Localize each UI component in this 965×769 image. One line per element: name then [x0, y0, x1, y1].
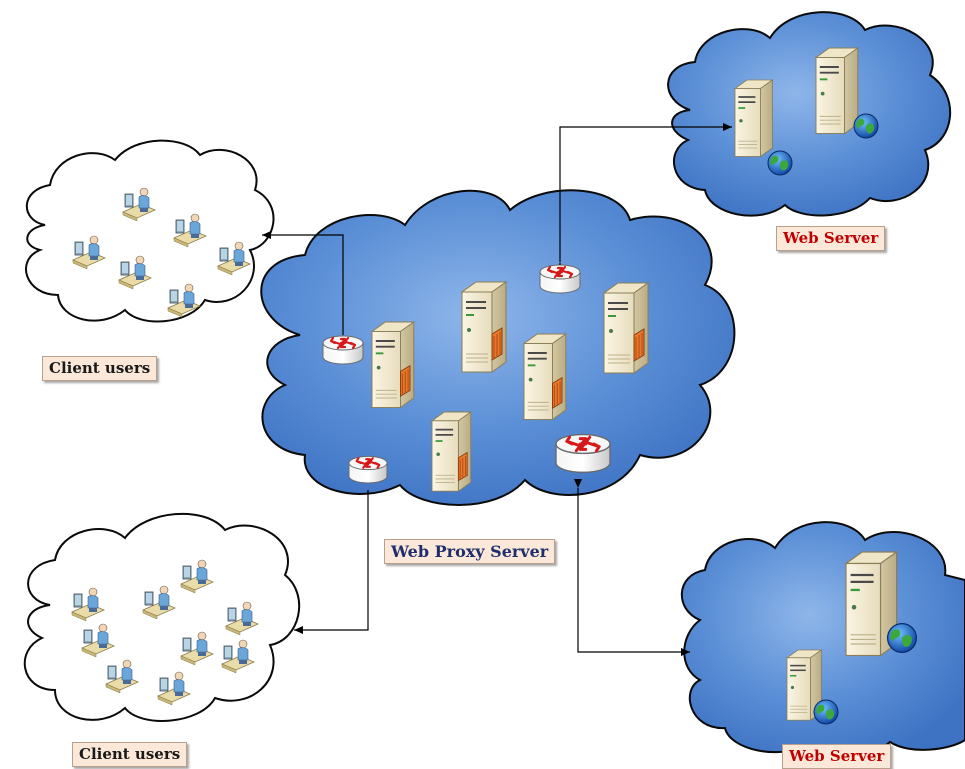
connector-left-router-to-top-clients: [262, 231, 347, 344]
connector-top-router-to-top-server: [556, 123, 732, 271]
router-icon: [554, 433, 612, 474]
client-users-label-bottom: Client users: [72, 742, 188, 767]
web-server-icon: [734, 79, 774, 158]
proxy-server-icon: [523, 333, 567, 421]
web-server-label-top: Web Server: [776, 226, 886, 251]
connector-big-router-to-bottom-server: [574, 479, 690, 656]
globe-icon: [886, 622, 918, 654]
globe-icon: [813, 699, 839, 725]
proxy-server-icon: [431, 411, 472, 493]
router-icon: [321, 334, 365, 366]
globe-icon: [853, 113, 879, 139]
proxy-server-icon: [461, 281, 507, 373]
globe-icon: [767, 150, 793, 176]
connector-lower-router-to-bottom-clients: [294, 490, 369, 634]
proxy-server-icon: [603, 282, 649, 374]
client-cloud-top: [25, 139, 275, 323]
router-icon: [347, 455, 389, 484]
web-server-cloud-top: [667, 11, 952, 217]
web-proxy-server-label: Web Proxy Server: [384, 539, 556, 564]
router-icon: [538, 263, 582, 295]
web-server-label-bottom: Web Server: [782, 744, 892, 769]
web-server-icon: [815, 47, 859, 135]
client-users-label-top: Client users: [42, 356, 158, 381]
proxy-server-icon: [371, 321, 415, 409]
